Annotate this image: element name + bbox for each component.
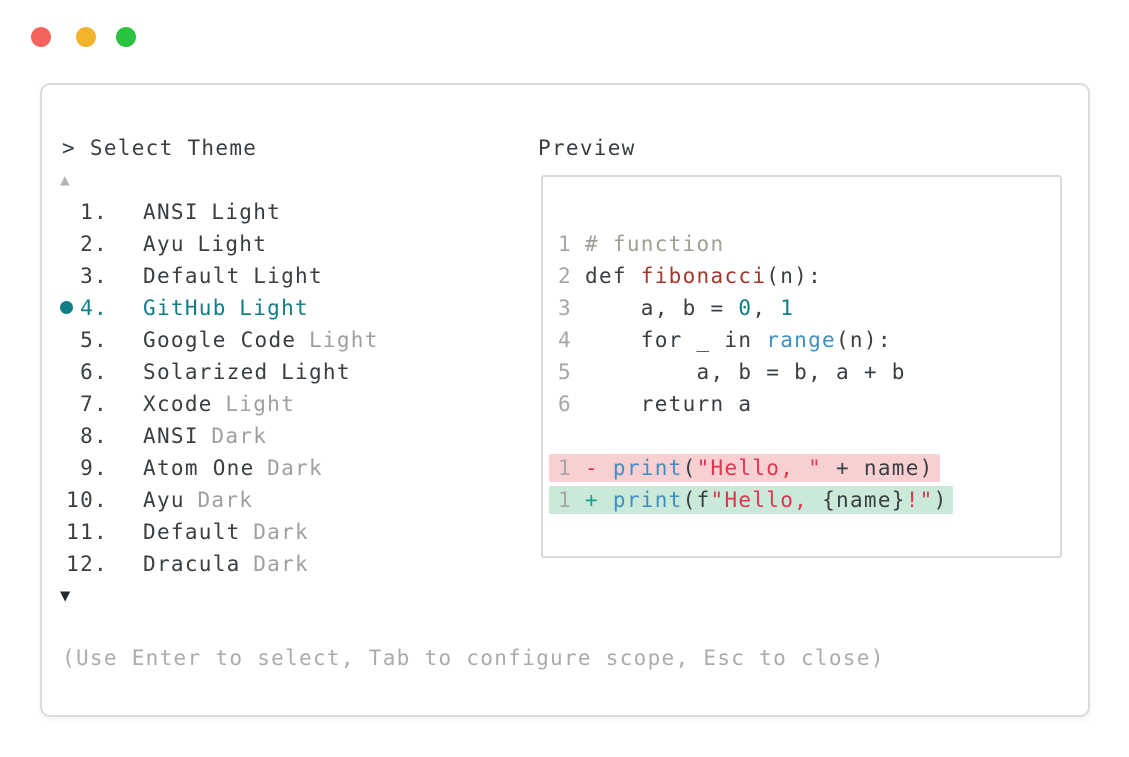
theme-variant: Dark <box>253 552 309 576</box>
theme-option-default-light[interactable]: 3. Default Light <box>42 260 542 292</box>
theme-number: 1. <box>80 200 108 224</box>
theme-option-ayu-dark[interactable]: 10. Ayu Dark <box>42 484 542 516</box>
theme-option-ansi-light[interactable]: 1. ANSI Light <box>42 196 542 228</box>
theme-option-atom-one-dark[interactable]: 9. Atom One Dark <box>42 452 542 484</box>
theme-option-default-dark[interactable]: 11. Default Dark <box>42 516 542 548</box>
theme-number: 5. <box>80 328 108 352</box>
theme-name: GitHub <box>143 296 227 320</box>
theme-number: 12. <box>66 552 108 576</box>
code-line-blank <box>543 420 1058 452</box>
theme-variant: Light <box>225 392 296 416</box>
theme-option-github-light[interactable]: 4. GitHub Light <box>42 292 542 324</box>
theme-variant: Dark <box>267 456 323 480</box>
theme-variant: Dark <box>253 520 309 544</box>
code-line: 1# function <box>558 232 725 256</box>
theme-number: 3. <box>80 264 108 288</box>
theme-name: Ayu <box>143 232 185 256</box>
theme-name: Default <box>143 520 241 544</box>
theme-name: Google Code <box>143 328 297 352</box>
theme-number: 9. <box>80 456 108 480</box>
theme-variant: Dark <box>197 488 254 512</box>
theme-name: ANSI <box>143 200 199 224</box>
theme-variant: Light <box>211 200 282 224</box>
theme-number: 10. <box>66 488 108 512</box>
scroll-up-icon[interactable]: ▲ <box>60 170 71 189</box>
theme-variant: Dark <box>211 424 268 448</box>
minimize-button[interactable] <box>76 27 96 47</box>
theme-variant: Light <box>239 296 309 320</box>
theme-number: 8. <box>80 424 108 448</box>
theme-name: Default <box>143 264 241 288</box>
code-line: 6 return a <box>558 392 753 416</box>
theme-option-solarized-light[interactable]: 6. Solarized Light <box>42 356 542 388</box>
code-line: 4 for _ in range(n): <box>558 328 892 352</box>
close-button[interactable] <box>31 27 51 47</box>
theme-option-ayu-light[interactable]: 2. Ayu Light <box>42 228 542 260</box>
theme-number: 4. <box>80 296 108 320</box>
theme-name: Solarized <box>143 360 269 384</box>
theme-variant: Light <box>308 328 379 352</box>
theme-name: Atom One <box>143 456 255 480</box>
theme-name: Dracula <box>143 552 241 576</box>
code-line-diff-added: 1+ print(f"Hello, {name}!") <box>543 484 1058 516</box>
code-line-diff-removed: 1- print("Hello, " + name) <box>543 452 1058 484</box>
theme-option-ansi-dark[interactable]: 8. ANSI Dark <box>42 420 542 452</box>
picker-title: > Select Theme <box>62 136 258 160</box>
selected-dot-icon <box>60 301 73 314</box>
theme-name: Ayu <box>143 488 185 512</box>
code-line: 3 a, b = 0, 1 <box>558 296 795 320</box>
theme-option-google-code-light[interactable]: 5. Google Code Light <box>42 324 542 356</box>
keyboard-hint: (Use Enter to select, Tab to configure s… <box>62 646 885 670</box>
theme-number: 6. <box>80 360 108 384</box>
theme-picker-panel: > Select Theme Preview ▲ 1. ANSI Light 2.… <box>40 83 1090 717</box>
theme-number: 2. <box>80 232 108 256</box>
theme-variant: Light <box>197 232 268 256</box>
scroll-down-icon[interactable]: ▼ <box>60 586 72 606</box>
theme-option-dracula-dark[interactable]: 12. Dracula Dark <box>42 548 542 580</box>
theme-variant: Light <box>281 360 351 384</box>
theme-name: Xcode <box>143 392 213 416</box>
maximize-button[interactable] <box>116 27 136 47</box>
theme-number: 7. <box>80 392 108 416</box>
theme-option-xcode-light[interactable]: 7. Xcode Light <box>42 388 542 420</box>
theme-name: ANSI <box>143 424 199 448</box>
preview-title: Preview <box>538 136 636 160</box>
code-line: 5 a, b = b, a + b <box>558 360 906 384</box>
theme-variant: Light <box>253 264 323 288</box>
theme-number: 11. <box>66 520 108 544</box>
